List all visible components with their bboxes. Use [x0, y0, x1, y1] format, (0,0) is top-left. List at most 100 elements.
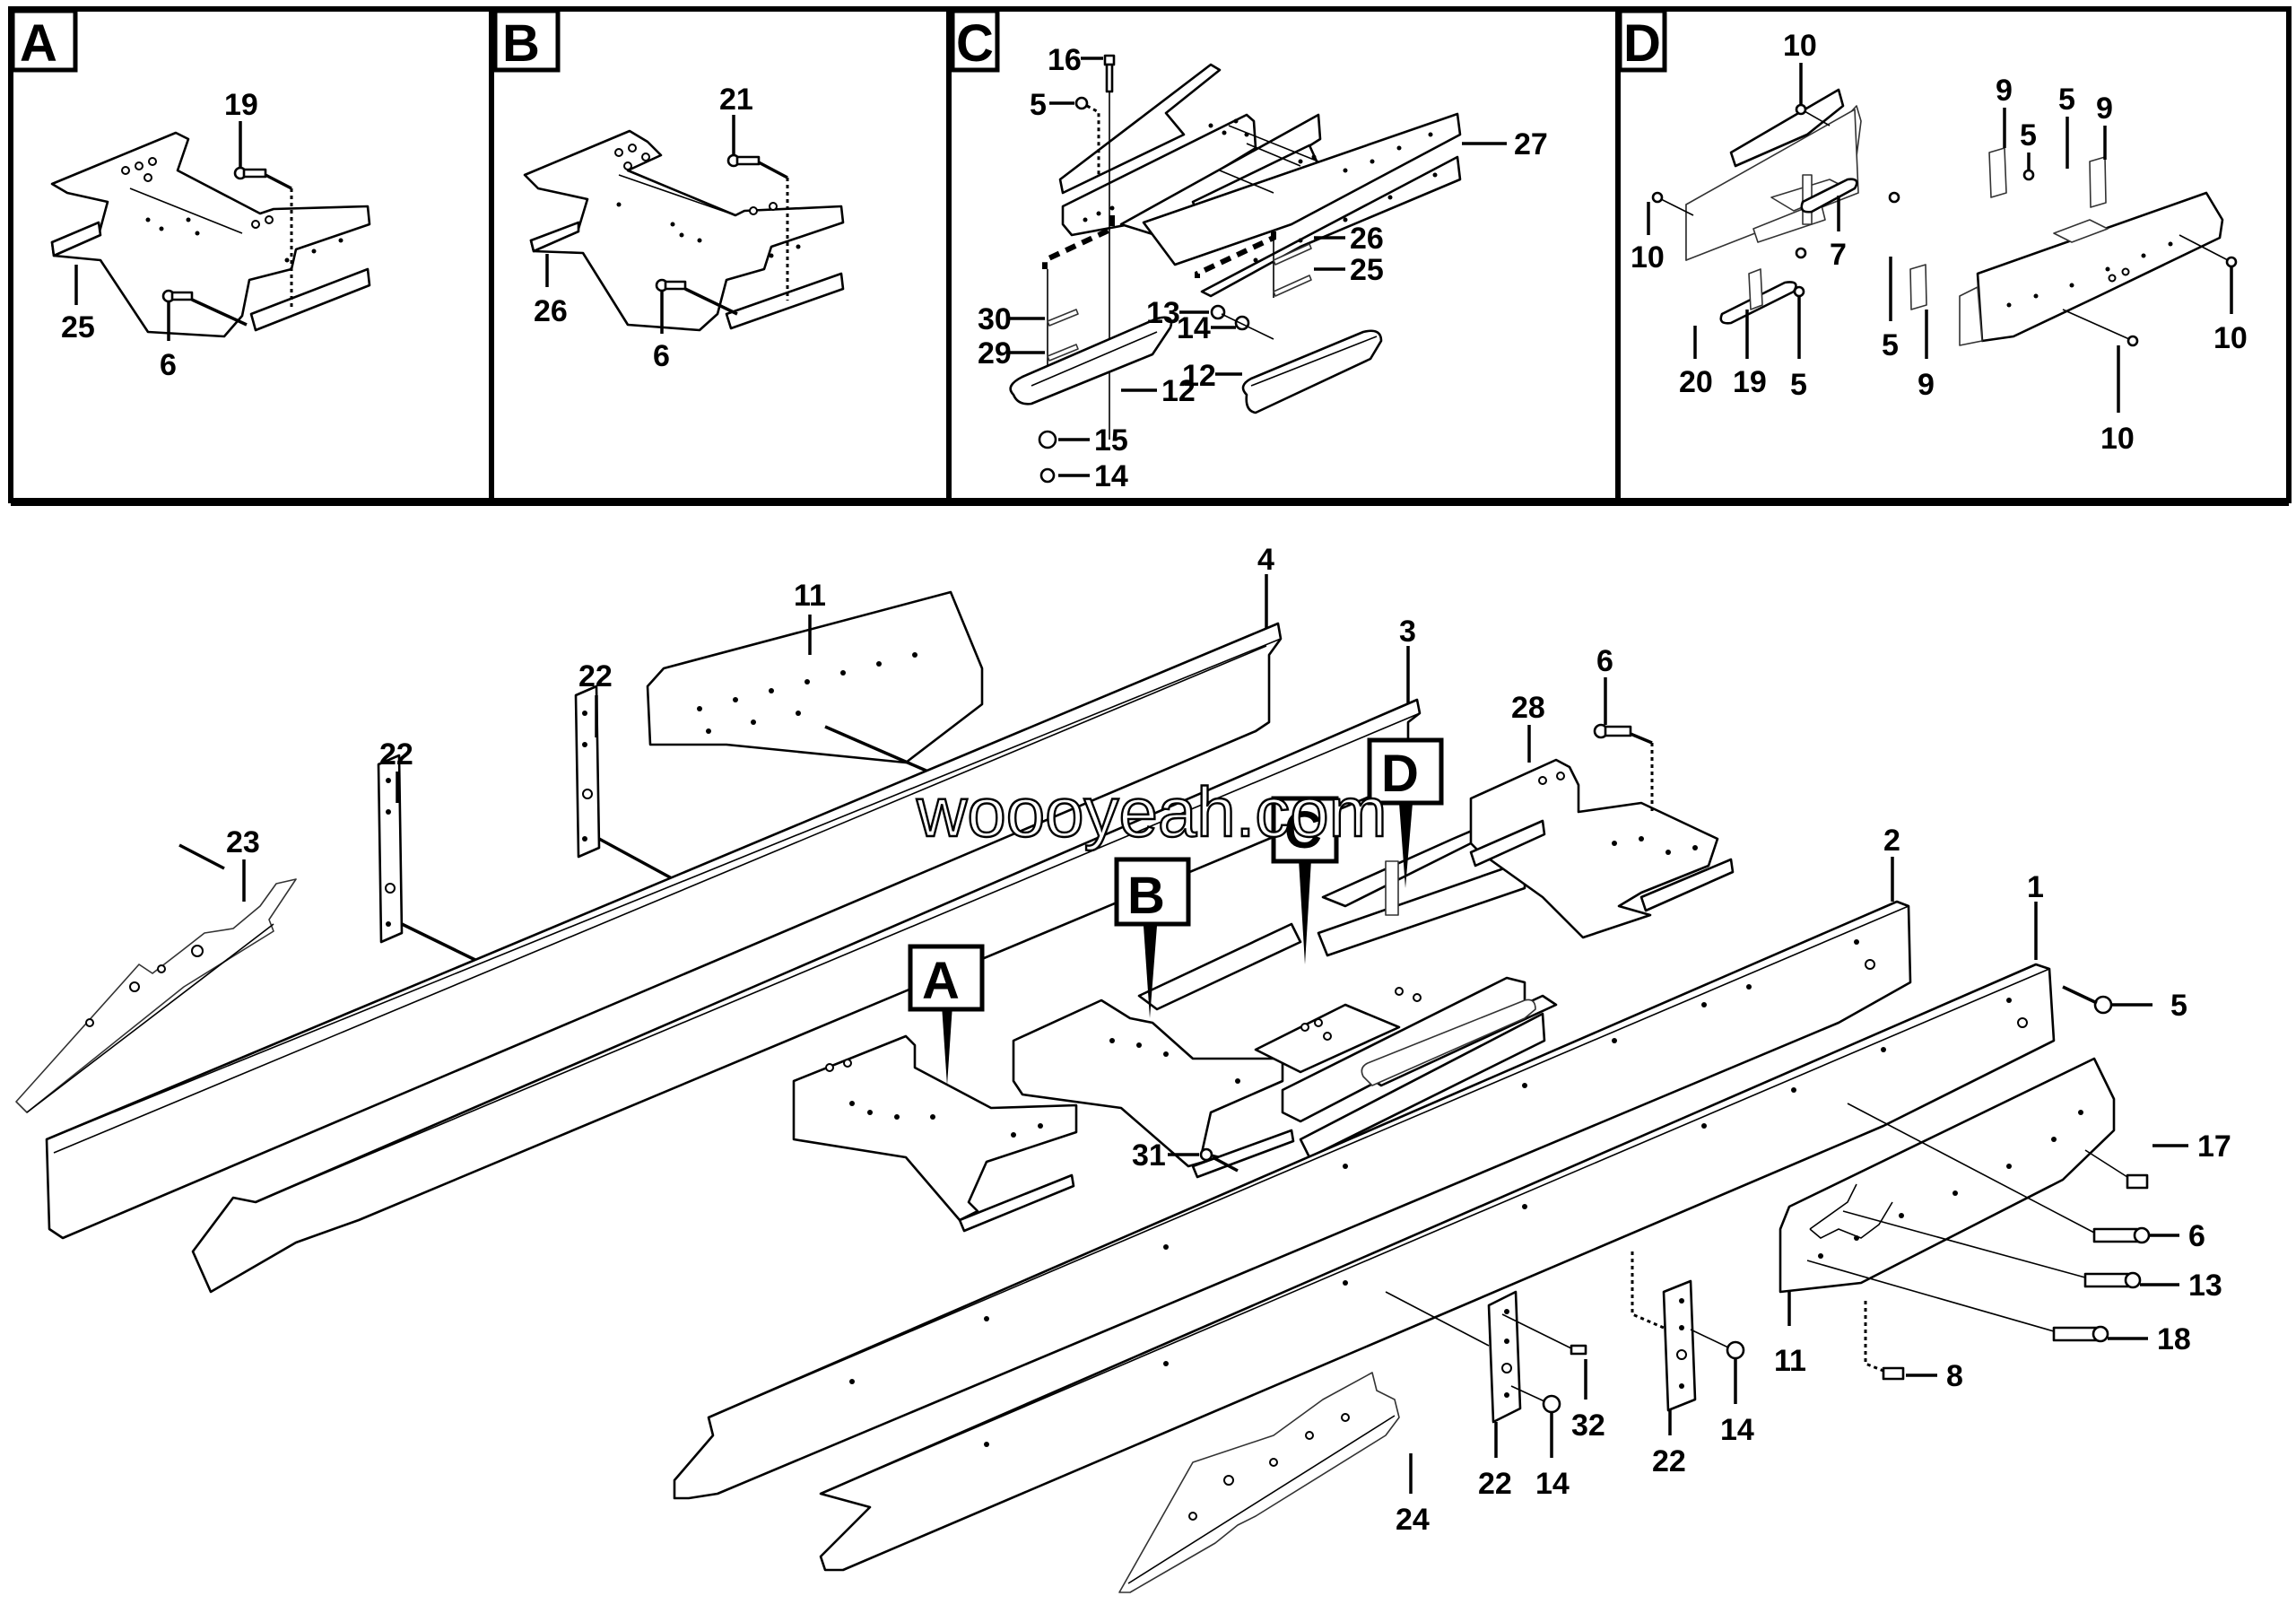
crossmember-a [792, 1034, 1078, 1233]
callout-12: 12 [1161, 374, 1196, 408]
callout-5: 5 [2020, 118, 2037, 153]
side-plate-11-upper [646, 590, 984, 773]
panel-tag-box-c [950, 8, 1000, 73]
callout-22: 22 [379, 737, 413, 772]
panel-tag-box-b [492, 8, 561, 73]
callout-19: 19 [1733, 365, 1767, 399]
nut-5-main [2093, 995, 2113, 1015]
callout-32: 32 [1571, 1408, 1605, 1443]
bolt-32 [1501, 1313, 1587, 1356]
washer-14 [1234, 315, 1250, 331]
callout-30: 30 [978, 302, 1012, 336]
callout-7: 7 [1830, 238, 1847, 272]
callout-1: 1 [2027, 870, 2044, 904]
shims [1047, 243, 1312, 362]
callout-11: 11 [1774, 1344, 1806, 1378]
nut-5-d3 [1793, 285, 1805, 298]
callout-10: 10 [1783, 29, 1817, 63]
callout-22: 22 [1652, 1444, 1686, 1478]
nut-5-d2 [2022, 169, 2035, 181]
panel-tag-c: C [956, 14, 994, 73]
frame-section-left [1685, 88, 1862, 261]
callout-6: 6 [1596, 644, 1613, 678]
bolt-13-main [1842, 1210, 2142, 1289]
callout-21: 21 [719, 83, 753, 117]
callout-17: 17 [2197, 1129, 2231, 1164]
nut-14-panel-c-bottom [1039, 467, 1056, 484]
callout-26: 26 [1350, 222, 1384, 256]
bolt-6-main-lower [1847, 1103, 2151, 1244]
nut-5-panel-c [1074, 96, 1100, 175]
frame-section-right [1959, 191, 2224, 346]
callout-10: 10 [2100, 422, 2135, 456]
nut-5-d1 [1888, 191, 1900, 204]
callout-18: 18 [2157, 1322, 2191, 1356]
main-rail-2 [673, 900, 1912, 1500]
detail-pointer-d[interactable]: D [1367, 737, 1444, 888]
callout-28: 28 [1511, 691, 1545, 725]
bogie-frame-part-27 [1058, 63, 1462, 298]
bracket-9-a [1988, 147, 2007, 198]
callout-9: 9 [2096, 92, 2113, 126]
callout-8: 8 [1946, 1359, 1963, 1393]
detail-panel-c: C [946, 6, 1621, 503]
callout-25: 25 [61, 310, 95, 344]
callout-29: 29 [978, 336, 1012, 371]
callout-24: 24 [1396, 1503, 1430, 1537]
panel-tag-box-a [10, 8, 78, 73]
bolt-8 [1864, 1301, 1905, 1381]
callout-5: 5 [2170, 989, 2187, 1023]
bracket-22-b [574, 685, 683, 885]
plate-7 [1800, 178, 1858, 214]
detail-pointer-c[interactable]: C [1271, 796, 1339, 964]
callout-13: 13 [2188, 1269, 2222, 1303]
nut-5-d4 [1795, 247, 1807, 259]
callout-20: 20 [1679, 365, 1713, 399]
frame-section-d [1317, 824, 1526, 957]
panel-tag-a: A [20, 14, 57, 73]
callout-31: 31 [1132, 1138, 1166, 1173]
main-exploded-view: A B C D woooyeah.com 11 4 3 22 22 2 [15, 543, 2231, 1593]
bolt-6-main-upper [1593, 723, 1654, 812]
bracket-22-d [1631, 1251, 1697, 1412]
main-rail-1 [819, 963, 2056, 1572]
nut-13 [1210, 304, 1226, 320]
bolt-6-panel-a [161, 289, 248, 327]
detail-pointer-label-c: C [1284, 801, 1322, 859]
bracket-19 [1748, 268, 1763, 310]
detail-panel-d: D [1615, 6, 2292, 503]
panel-tag-d: D [1623, 14, 1661, 73]
detail-pointer-label-b: B [1127, 867, 1165, 925]
detail-pointer-label-a: A [922, 952, 960, 1010]
detail-panel-b: B 21 26 6 [489, 6, 952, 503]
detail-pointer-a[interactable]: A [908, 944, 985, 1086]
detail-panel-a: A 19 25 [8, 6, 494, 503]
bogie-pad-12-right [1241, 329, 1383, 414]
panel-row-divider [11, 498, 2289, 506]
callout-10: 10 [1631, 240, 1665, 275]
washer-15 [1038, 430, 1057, 449]
crossmember-part-26 [523, 129, 845, 332]
bracket-22-c [1385, 1290, 1522, 1424]
crossmember-b [1012, 998, 1295, 1179]
callout-12: 12 [1182, 359, 1216, 393]
callout-19: 19 [224, 88, 258, 122]
callout-9: 9 [1918, 368, 1935, 402]
callout-15: 15 [1094, 423, 1128, 458]
callout-14: 14 [1720, 1413, 1754, 1447]
callout-23: 23 [226, 825, 260, 859]
skirt-plate-23 [15, 878, 297, 1113]
callout-16: 16 [1048, 43, 1082, 77]
callout-5: 5 [1882, 328, 1899, 362]
callout-22: 22 [578, 659, 613, 693]
bogie-pad-12-left [1009, 316, 1173, 406]
bracket-9-c [1909, 264, 1927, 310]
callout-6: 6 [160, 348, 177, 382]
callout-6: 6 [653, 339, 670, 373]
crossmember-part-25 [50, 131, 371, 338]
nut-14-main-b [1726, 1340, 1745, 1360]
bolt-16 [1103, 54, 1116, 440]
callout-11: 11 [794, 579, 826, 613]
bolt-21 [726, 153, 789, 301]
detail-pointer-b[interactable]: B [1114, 857, 1191, 1018]
